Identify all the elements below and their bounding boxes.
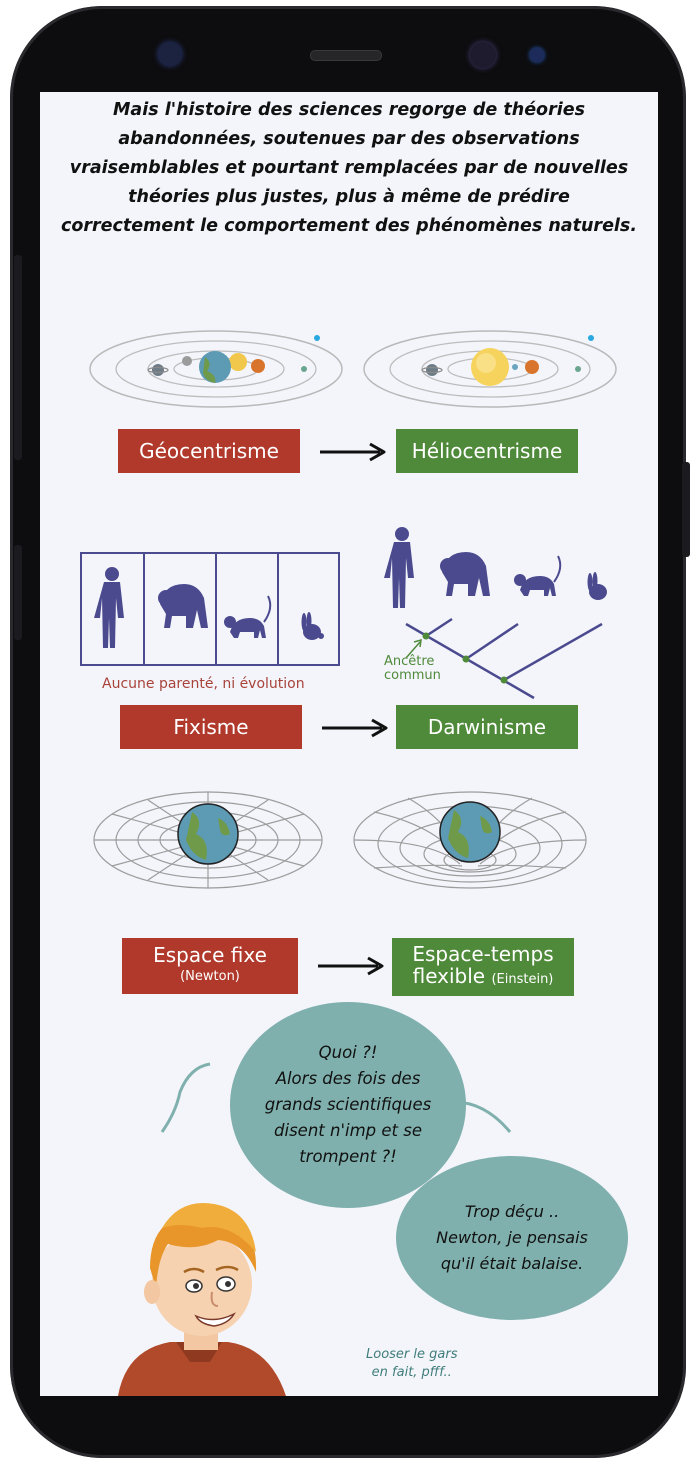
intro-text: Mais l'histoire des sciences regorge de … bbox=[60, 96, 638, 241]
bubble-line: Trop déçu .. bbox=[464, 1202, 560, 1221]
boy-character-illustration bbox=[118, 1203, 286, 1396]
fixed-space-text: Espace fixe bbox=[153, 943, 267, 967]
darwinism-label: Darwinisme bbox=[396, 705, 578, 749]
newton-text: (Newton) bbox=[180, 969, 240, 984]
aside-line: Looser le gars bbox=[366, 1347, 458, 1362]
bubble-line: Quoi ?! bbox=[318, 1043, 378, 1062]
arrow-right-icon bbox=[322, 718, 388, 738]
front-camera-icon bbox=[470, 42, 496, 68]
speaker-grille bbox=[310, 50, 382, 61]
ancestor-caption-line: Ancêtre bbox=[384, 654, 435, 669]
intro-line: abandonnées, soutenues par des observati… bbox=[118, 129, 580, 149]
intro-line: vraisemblables et pourtant remplacées pa… bbox=[69, 158, 629, 178]
heliocentric-model-illustration bbox=[363, 330, 617, 408]
screen: Mais l'histoire des sciences regorge de … bbox=[40, 92, 658, 1396]
volume-button bbox=[14, 255, 22, 460]
fixed-space-illustration bbox=[93, 791, 323, 889]
iris-sensor-icon bbox=[530, 48, 544, 62]
intro-line: Mais l'histoire des sciences regorge de … bbox=[113, 100, 585, 120]
arrow-right-icon bbox=[320, 442, 386, 462]
geocentrism-label: Géocentrisme bbox=[118, 429, 300, 473]
geocentric-model-illustration bbox=[89, 330, 343, 408]
aside-comment: Looser le gars en fait, pfff.. bbox=[366, 1346, 457, 1382]
bubble-line: trompent ?! bbox=[299, 1147, 397, 1166]
flexible-spacetime-label: Espace-temps flexible (Einstein) bbox=[392, 938, 574, 996]
arrow-right-icon bbox=[318, 956, 384, 976]
bubble-line: Alors des fois des bbox=[275, 1069, 421, 1088]
darwinism-text: Darwinisme bbox=[427, 715, 547, 739]
fixed-space-label: Espace fixe (Newton) bbox=[122, 938, 298, 994]
fixism-illustration bbox=[80, 552, 340, 666]
einstein-text: (Einstein) bbox=[491, 972, 554, 987]
geocentrism-text: Géocentrisme bbox=[139, 439, 279, 463]
heliocentrism-text: Héliocentrisme bbox=[411, 439, 563, 463]
ancestor-caption: Ancêtre commun bbox=[384, 655, 441, 683]
speech-bubble-disappointed: Trop déçu .. Newton, je pensais qu'il ét… bbox=[396, 1156, 628, 1320]
speech-bubble-question: Quoi ?! Alors des fois des grands scient… bbox=[230, 1002, 466, 1208]
aside-line: en fait, pfff.. bbox=[371, 1365, 452, 1380]
ancestor-caption-line: commun bbox=[384, 668, 441, 683]
bubble-line: qu'il était balaise. bbox=[440, 1254, 584, 1273]
fixism-caption: Aucune parenté, ni évolution bbox=[102, 676, 305, 692]
intro-line: correctement le comportement des phénomè… bbox=[60, 216, 637, 236]
fixism-text: Fixisme bbox=[173, 715, 249, 739]
fixism-label: Fixisme bbox=[120, 705, 302, 749]
bubble-line: grands scientifiques bbox=[264, 1095, 432, 1114]
spacetime-text: Espace-temps bbox=[412, 942, 554, 966]
bubble-line: disent n'imp et se bbox=[274, 1121, 422, 1140]
flexible-text: flexible bbox=[412, 964, 486, 988]
sensor-icon bbox=[158, 42, 182, 66]
darwinism-illustration bbox=[384, 527, 607, 700]
heliocentrism-label: Héliocentrisme bbox=[396, 429, 578, 473]
power-button bbox=[682, 462, 690, 557]
intro-line: théories plus justes, plus à même de pré… bbox=[128, 187, 570, 207]
bixby-button bbox=[14, 545, 22, 640]
bubble-line: Newton, je pensais bbox=[436, 1228, 588, 1247]
flexible-spacetime-illustration bbox=[353, 791, 587, 889]
